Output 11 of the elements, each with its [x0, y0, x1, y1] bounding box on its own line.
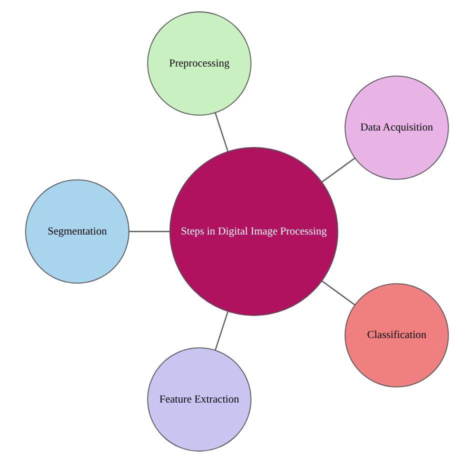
node-circle: Steps in Digital Image Processing — [169, 147, 338, 316]
node-circle: Data Acquisition — [344, 76, 449, 180]
connector — [214, 112, 228, 152]
connector — [322, 280, 356, 306]
connector — [322, 158, 356, 182]
node-circle: Classification — [344, 283, 449, 388]
node-circle: Preprocessing — [147, 11, 252, 116]
connector — [214, 311, 228, 350]
node-circle: Segmentation — [25, 179, 130, 284]
node-circle: Feature Extraction — [147, 347, 252, 452]
connector — [129, 230, 170, 232]
